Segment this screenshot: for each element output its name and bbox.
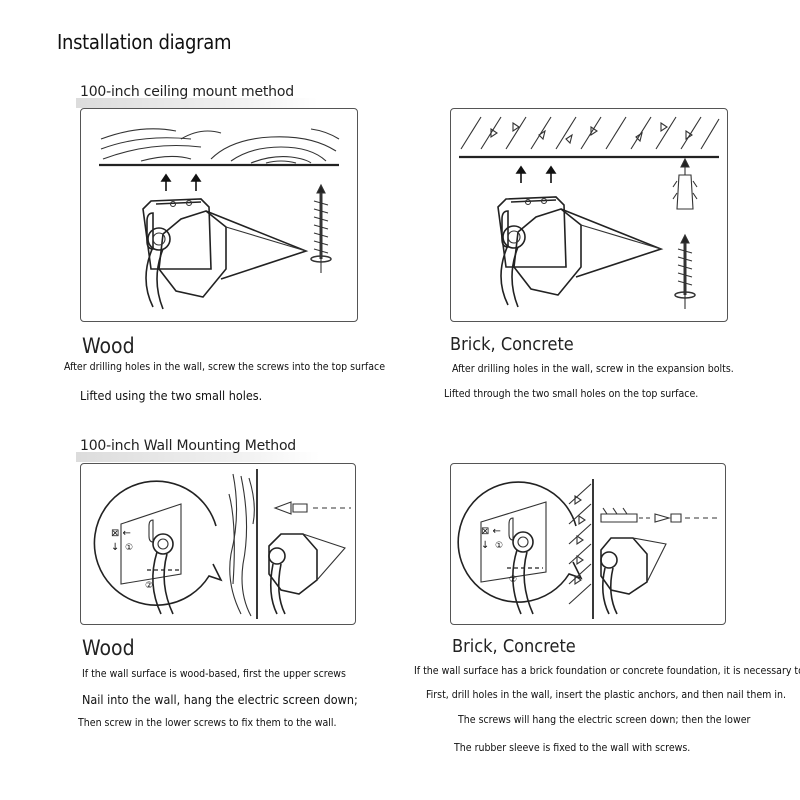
ceiling-brick-line-2: Lifted through the two small holes on th… xyxy=(444,388,699,400)
magnified-detail-icon: ⊠ ← ↓ ① ② xyxy=(93,480,223,615)
svg-text:↓: ↓ xyxy=(481,540,489,551)
wall-brick-line-1: If the wall surface has a brick foundati… xyxy=(414,665,800,677)
ceiling-wood-heading: Wood xyxy=(82,334,135,358)
svg-text:⊠ ←: ⊠ ← xyxy=(111,528,131,539)
wall-wood-heading: Wood xyxy=(82,636,135,660)
step-2-label: ② xyxy=(509,575,517,585)
wall-wood-line-2: Nail into the wall, hang the electric sc… xyxy=(82,692,358,707)
lift-arrows-icon xyxy=(160,173,202,191)
ceiling-wood-line-2: Lifted using the two small holes. xyxy=(80,388,263,403)
wood-ceiling-grain xyxy=(100,128,340,164)
brick-wall-hatch xyxy=(568,483,592,605)
screen-housing-icon xyxy=(142,198,309,310)
wall-wood-line-1: If the wall surface is wood-based, first… xyxy=(82,668,346,680)
step-1-label: ① xyxy=(495,541,503,551)
ceiling-brick-heading: Brick, Concrete xyxy=(450,334,574,355)
screw-icon xyxy=(310,183,332,273)
ceiling-wood-diagram xyxy=(80,108,358,322)
page-title: Installation diagram xyxy=(57,30,232,54)
wall-section-label: 100-inch Wall Mounting Method xyxy=(76,438,320,462)
wall-brick-diagram: ⊠ ← ↓ ① ② xyxy=(450,463,726,625)
expansion-anchor-icon xyxy=(672,157,698,210)
ceiling-section-label: 100-inch ceiling mount method xyxy=(76,84,318,108)
expansion-anchor-icon xyxy=(600,507,719,523)
screen-housing-icon xyxy=(268,533,346,615)
ceiling-brick-diagram xyxy=(450,108,728,322)
step-1-callout: ↓ xyxy=(111,542,119,553)
screen-housing-icon xyxy=(497,196,664,308)
screw-icon xyxy=(674,233,696,309)
wall-wood-line-3: Then screw in the lower screws to fix th… xyxy=(78,717,337,729)
wall-brick-line-3: The screws will hang the electric screen… xyxy=(458,714,751,726)
wall-brick-heading: Brick, Concrete xyxy=(452,636,576,657)
wall-brick-line-4: The rubber sleeve is fixed to the wall w… xyxy=(454,742,691,754)
wood-wall-grain xyxy=(228,473,255,617)
step-1-label: ① xyxy=(125,543,133,553)
svg-text:⊠ ←: ⊠ ← xyxy=(481,526,501,537)
ceiling-brick-line-1: After drilling holes in the wall, screw … xyxy=(452,363,734,375)
lift-arrows-icon xyxy=(515,165,557,183)
step-2-label: ② xyxy=(145,581,153,591)
magnified-detail-icon: ⊠ ← ↓ ① ② xyxy=(457,481,583,615)
ceiling-wood-line-1: After drilling holes in the wall, screw … xyxy=(64,361,386,373)
screen-housing-icon xyxy=(600,537,667,615)
wall-brick-line-2: First, drill holes in the wall, insert t… xyxy=(426,689,786,701)
wall-wood-diagram: ⊠ ← ↓ ① ② xyxy=(80,463,356,625)
wall-anchor-icon xyxy=(273,501,351,515)
concrete-ceiling-hatch xyxy=(460,116,720,150)
